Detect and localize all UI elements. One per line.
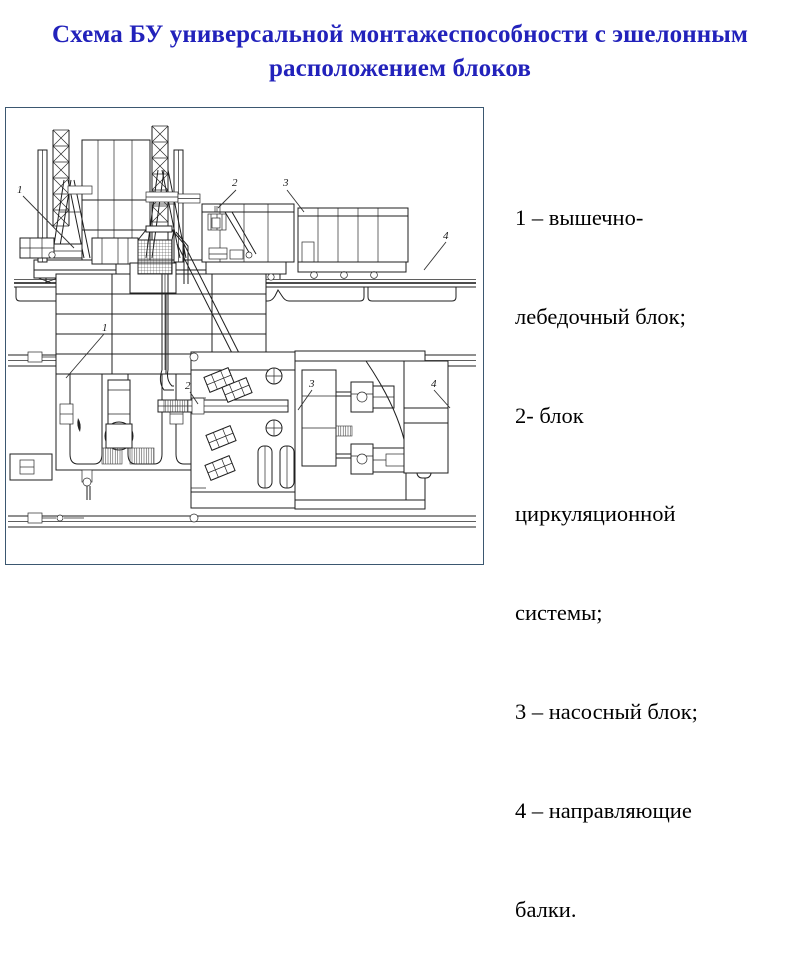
callout-4-upper: 4 <box>443 230 449 242</box>
callout-1-upper: 1 <box>17 184 23 196</box>
callout-4-lower: 4 <box>431 378 437 390</box>
platform-walkway <box>67 185 201 204</box>
callout-1-lower: 1 <box>102 322 108 334</box>
upper-callouts: 1 2 3 4 <box>17 177 449 271</box>
callout-3-upper: 3 <box>282 177 289 189</box>
callout-2-upper: 2 <box>232 177 238 189</box>
legend-line-5: системы; <box>515 600 603 626</box>
legend-line-6: 3 – насосный блок; <box>515 699 698 725</box>
lattice-mast-left <box>52 129 70 227</box>
pump-block-plan <box>294 350 449 510</box>
derrick-drawworks-block <box>19 125 217 285</box>
figure-image-frame: .ln { fill:none; stroke:#1f1f1f; stroke-… <box>5 107 484 565</box>
pump-block-upper <box>297 207 409 279</box>
mud-tank-units <box>203 367 253 481</box>
legend-line-8: балки. <box>515 896 577 922</box>
legend-list: 1 – вышечно- лебедочный блок; 2- блок ци… <box>515 136 790 960</box>
lower-plan-view: 1 2 3 4 <box>8 225 476 528</box>
lattice-mast-right <box>151 125 169 241</box>
rig-layout-diagram: .ln { fill:none; stroke:#1f1f1f; stroke-… <box>8 125 476 528</box>
circulating-system-block <box>201 203 295 281</box>
page-title: Схема БУ универсальной монтажеспособност… <box>51 21 749 82</box>
legend-line-2: лебедочный блок; <box>515 303 686 329</box>
legend-line-7: 4 – направляющие <box>515 798 692 824</box>
pump-unit-upper <box>336 381 395 413</box>
lower-callouts: 1 2 3 4 <box>65 322 451 411</box>
callout-3-lower: 3 <box>308 378 315 390</box>
callout-2-lower: 2 <box>185 380 191 392</box>
drawworks-skid <box>19 237 83 259</box>
legend-line-1: 1 – вышечно- <box>515 204 644 230</box>
legend-line-4: циркуляционной <box>515 501 676 527</box>
legend-line-3: 2- блок <box>515 402 584 428</box>
